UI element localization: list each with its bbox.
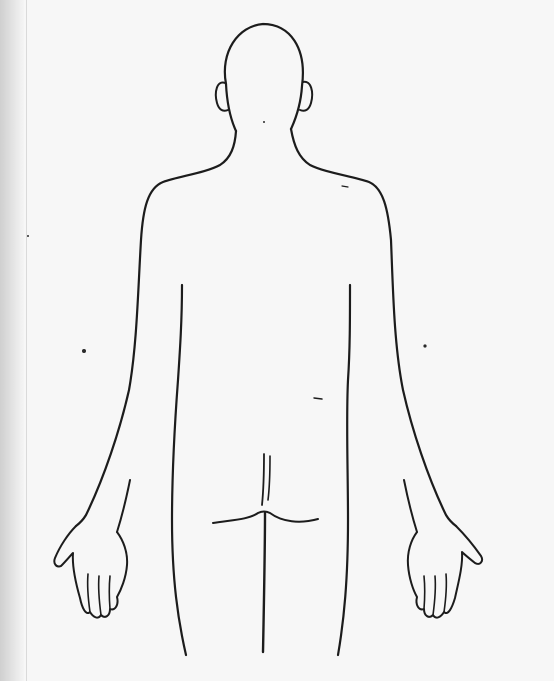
left-torso-leg-outline <box>172 285 186 655</box>
spine-hint-right <box>268 456 270 500</box>
head-outline <box>225 24 303 129</box>
scan-speck <box>27 235 29 237</box>
head-outline-left-jaw <box>226 84 236 131</box>
right-wrist-inner <box>404 480 417 532</box>
lower-back-line <box>262 454 264 505</box>
left-wrist-inner <box>117 480 130 532</box>
scan-dash <box>342 186 348 187</box>
right-torso-leg-outline <box>338 285 350 655</box>
leg-separation-line <box>263 513 265 652</box>
scan-speck <box>82 349 86 353</box>
scan-speck <box>423 344 426 347</box>
scan-dash <box>314 398 322 399</box>
right-shoulder-arm-outer <box>291 129 456 526</box>
left-shoulder-arm-outer <box>76 131 236 526</box>
right-finger-lines <box>424 574 446 615</box>
scan-speck <box>263 121 265 123</box>
left-finger-lines <box>88 574 110 615</box>
left-hand-outline <box>54 526 127 618</box>
